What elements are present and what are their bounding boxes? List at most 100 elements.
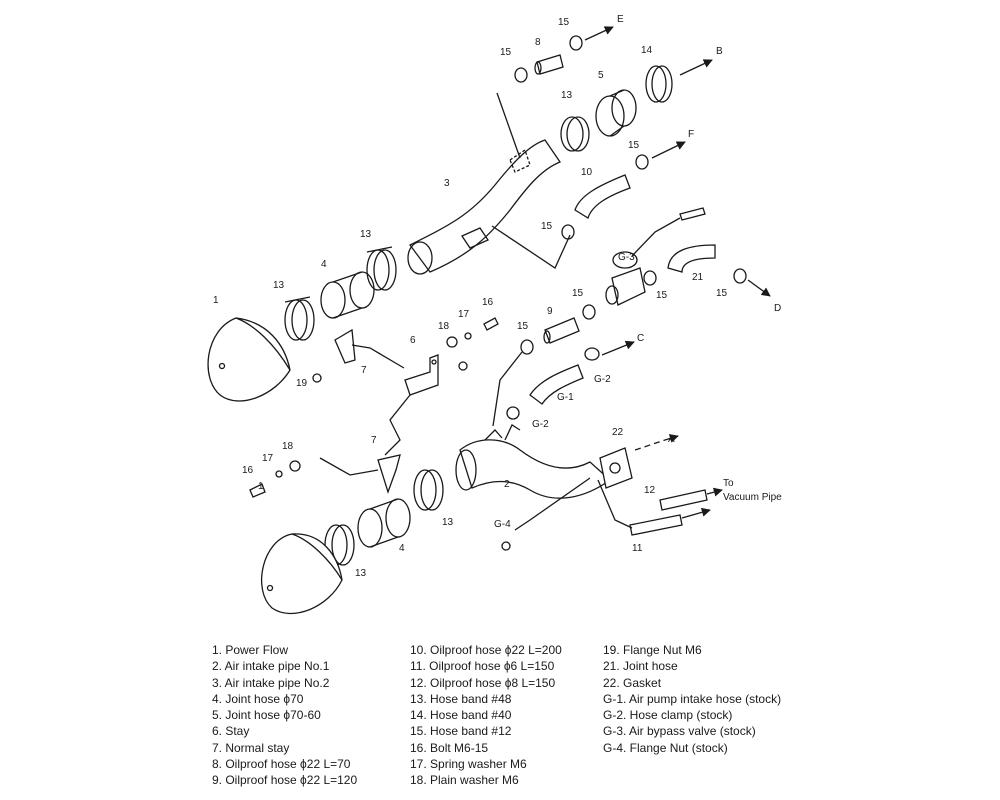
legend-item: G-2. Hose clamp (stock) bbox=[603, 708, 733, 723]
spring-washer-17 bbox=[464, 332, 472, 340]
callout-16-lower: 16 bbox=[242, 465, 254, 476]
callout-g3: G-3 bbox=[618, 252, 635, 263]
callout-21: 21 bbox=[692, 272, 704, 283]
flange-nut-g4 bbox=[501, 541, 511, 551]
normal-stay-7-upper bbox=[334, 328, 356, 364]
callout-15-a: 15 bbox=[500, 47, 512, 58]
legend-item: 7. Normal stay bbox=[212, 740, 290, 755]
hose-band-13-lower-right bbox=[413, 469, 444, 511]
legend-item: 17. Spring washer M6 bbox=[410, 757, 527, 772]
callout-17-lower: 17 bbox=[262, 453, 274, 464]
callout-7-lower: 7 bbox=[371, 435, 377, 446]
callout-13-c: 13 bbox=[561, 90, 573, 101]
callout-13-e: 13 bbox=[355, 568, 367, 579]
callout-15-d: 15 bbox=[541, 221, 553, 232]
callout-3: 3 bbox=[444, 178, 450, 189]
joint-hose-21 bbox=[667, 244, 716, 273]
legend-item: 15. Hose band #12 bbox=[410, 724, 512, 739]
joint-hose-4-lower bbox=[357, 498, 411, 548]
flange-nut-upper bbox=[458, 361, 468, 371]
power-flow-filter-lower bbox=[260, 533, 343, 615]
legend-item: G-1. Air pump intake hose (stock) bbox=[603, 691, 782, 706]
air-intake-pipe-no1 bbox=[455, 424, 612, 499]
legend-item: 19. Flange Nut M6 bbox=[603, 643, 702, 657]
plain-washer-18-lower bbox=[289, 460, 301, 472]
air-intake-pipe-no2 bbox=[407, 139, 561, 275]
callout-11: 11 bbox=[632, 543, 643, 554]
callout-1-upper: 1 bbox=[213, 295, 219, 306]
exploded-parts-diagram: 1 1 2 3 4 4 5 6 7 7 8 9 10 11 12 13 13 1… bbox=[207, 14, 782, 615]
parts-legend-column-1: 1. Power Flow 2. Air intake pipe No.1 3.… bbox=[212, 642, 357, 789]
legend-item: 11. Oilproof hose ϕ6 L=150 bbox=[410, 659, 555, 674]
callout-6: 6 bbox=[410, 335, 416, 346]
legend-item: 16. Bolt M6-15 bbox=[410, 740, 489, 755]
hose-clamp-g2-lower bbox=[506, 406, 520, 420]
legend-item: 3. Air intake pipe No.2 bbox=[212, 675, 330, 690]
gasket-22 bbox=[599, 447, 633, 489]
hose-band-15-f bbox=[635, 154, 649, 170]
callout-2: 2 bbox=[504, 479, 510, 490]
hose-band-15-9b bbox=[520, 339, 534, 355]
legend-item: 18. Plain washer M6 bbox=[410, 773, 519, 788]
hose-band-15-top bbox=[514, 67, 528, 83]
joint-hose-5 bbox=[595, 89, 637, 137]
legend-item: 6. Stay bbox=[212, 724, 250, 739]
callout-g2-lower: G-2 bbox=[532, 419, 549, 430]
callout-13-a: 13 bbox=[273, 280, 285, 291]
power-flow-filter-upper bbox=[207, 317, 291, 402]
callout-18-lower: 18 bbox=[282, 441, 294, 452]
callout-8: 8 bbox=[535, 37, 541, 48]
callout-15-f: 15 bbox=[517, 321, 529, 332]
callout-10: 10 bbox=[581, 167, 593, 178]
callout-16-upper: 16 bbox=[482, 297, 494, 308]
parts-legend-column-3: 19. Flange Nut M6 21. Joint hose 22. Gas… bbox=[603, 642, 781, 756]
legend-item: 21. Joint hose bbox=[603, 659, 678, 674]
air-bypass-valve-g3 bbox=[605, 251, 646, 306]
legend-item: 14. Hose band #40 bbox=[410, 708, 512, 723]
callout-15-b: 15 bbox=[558, 17, 570, 28]
callout-13-d: 13 bbox=[442, 517, 454, 528]
bolt-16 bbox=[483, 317, 499, 331]
hose-band-13-upper-mid bbox=[560, 116, 590, 152]
callout-15-e: 15 bbox=[572, 288, 584, 299]
callout-17-upper: 17 bbox=[458, 309, 470, 320]
callout-19: 19 bbox=[296, 378, 308, 389]
joint-hose-4-upper bbox=[320, 271, 375, 319]
oilproof-hose-10 bbox=[574, 174, 631, 219]
legend-item: 5. Joint hose ϕ70-60 bbox=[212, 708, 321, 723]
arrow-label-a: A bbox=[668, 434, 675, 445]
spring-washer-17-lower bbox=[275, 470, 283, 478]
hose-clamp-g2-upper bbox=[584, 347, 600, 361]
legend-item: 2. Air intake pipe No.1 bbox=[212, 659, 330, 674]
callout-g4: G-4 bbox=[494, 519, 511, 530]
legend-item: 9. Oilproof hose ϕ22 L=120 bbox=[212, 773, 358, 788]
callout-4-lower: 4 bbox=[399, 543, 405, 554]
legend-item: G-3. Air bypass valve (stock) bbox=[603, 724, 756, 739]
hose-band-15-9 bbox=[582, 304, 596, 320]
arrow-label-e: E bbox=[617, 14, 624, 25]
callout-g1: G-1 bbox=[557, 392, 574, 403]
legend-item: 1. Power Flow bbox=[212, 643, 289, 657]
hose-band-13-upper-left bbox=[284, 296, 315, 341]
callout-13-b: 13 bbox=[360, 229, 372, 240]
callout-14: 14 bbox=[641, 45, 653, 56]
bolt-16-lower bbox=[249, 483, 266, 498]
flange-nut-19 bbox=[312, 373, 322, 383]
stay-6 bbox=[404, 354, 439, 396]
legend-item: 13. Hose band #48 bbox=[410, 691, 512, 706]
callout-9: 9 bbox=[547, 306, 553, 317]
hose-band-15-d bbox=[733, 268, 747, 284]
callout-15-c: 15 bbox=[628, 140, 640, 151]
legend-item: 4. Joint hose ϕ70 bbox=[212, 691, 304, 706]
hose-band-13-upper-right bbox=[366, 246, 397, 291]
legend-item: 10. Oilproof hose ϕ22 L=200 bbox=[410, 643, 562, 657]
oilproof-hose-9 bbox=[544, 317, 580, 344]
air-pump-intake-hose-g1 bbox=[529, 364, 584, 405]
parts-legend-column-2: 10. Oilproof hose ϕ22 L=200 11. Oilproof… bbox=[410, 642, 562, 789]
hose-band-15-top-right bbox=[569, 35, 583, 51]
callout-1-lower: 1 bbox=[258, 481, 264, 492]
arrow-label-f: F bbox=[688, 129, 694, 140]
hose-band-15-mid bbox=[561, 224, 575, 240]
callout-15-h: 15 bbox=[716, 288, 728, 299]
callout-g2-upper: G-2 bbox=[594, 374, 611, 385]
